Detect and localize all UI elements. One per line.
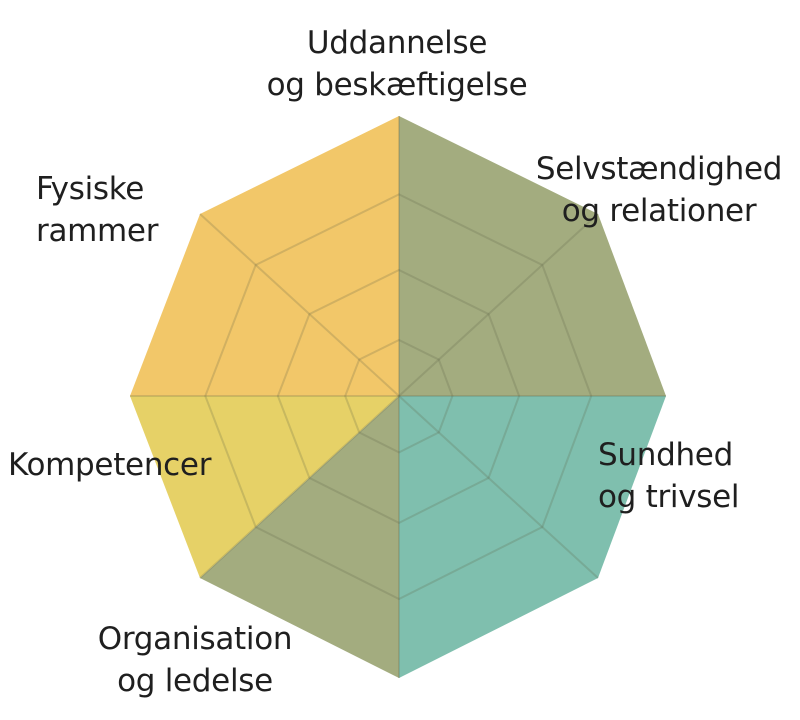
web-spoke-6 [199,395,400,579]
label-sundhed-line-1: Sundhed [598,437,733,473]
web-spoke-8 [199,213,400,397]
web-ring-1 [344,338,454,454]
label-organisation-line-2: og ledelse [117,663,273,699]
web-spoke-4 [398,395,599,579]
label-fysiske-line-1: Fysiske [36,171,145,207]
label-sundhed-line-2: og trivsel [598,479,740,515]
label-fysiske: Fysiske rammer [36,168,158,252]
sector-fysiske [130,116,399,396]
label-uddannelse: Uddannelse og beskæftigelse [267,22,528,106]
label-kompetencer: Kompetencer [8,444,211,486]
sector-organisation [200,396,399,678]
label-sundhed: Sundhed og trivsel [598,434,740,518]
label-fysiske-line-2: rammer [36,213,159,249]
web-ring-2 [276,268,521,525]
diagram-sectors [130,116,666,678]
web-spoke-2 [398,213,599,397]
label-organisation-line-1: Organisation [97,621,293,657]
sector-uddannelse-selvstaendighed [399,116,666,396]
web-ring-3 [204,193,593,601]
sector-sundhed [399,396,666,678]
sector-kompetencer [130,396,399,578]
label-organisation: Organisation og ledelse [97,618,293,702]
label-uddannelse-line-2: og beskæftigelse [266,67,528,103]
diagram-web [130,116,666,678]
label-kompetencer-line-1: Kompetencer [8,447,212,483]
label-selvstaendighed: Selvstændighed og relationer [535,148,783,232]
label-selvstaendighed-line-2: og relationer [561,193,757,229]
label-uddannelse-line-1: Uddannelse [306,25,488,61]
label-selvstaendighed-line-1: Selvstændighed [535,151,783,187]
